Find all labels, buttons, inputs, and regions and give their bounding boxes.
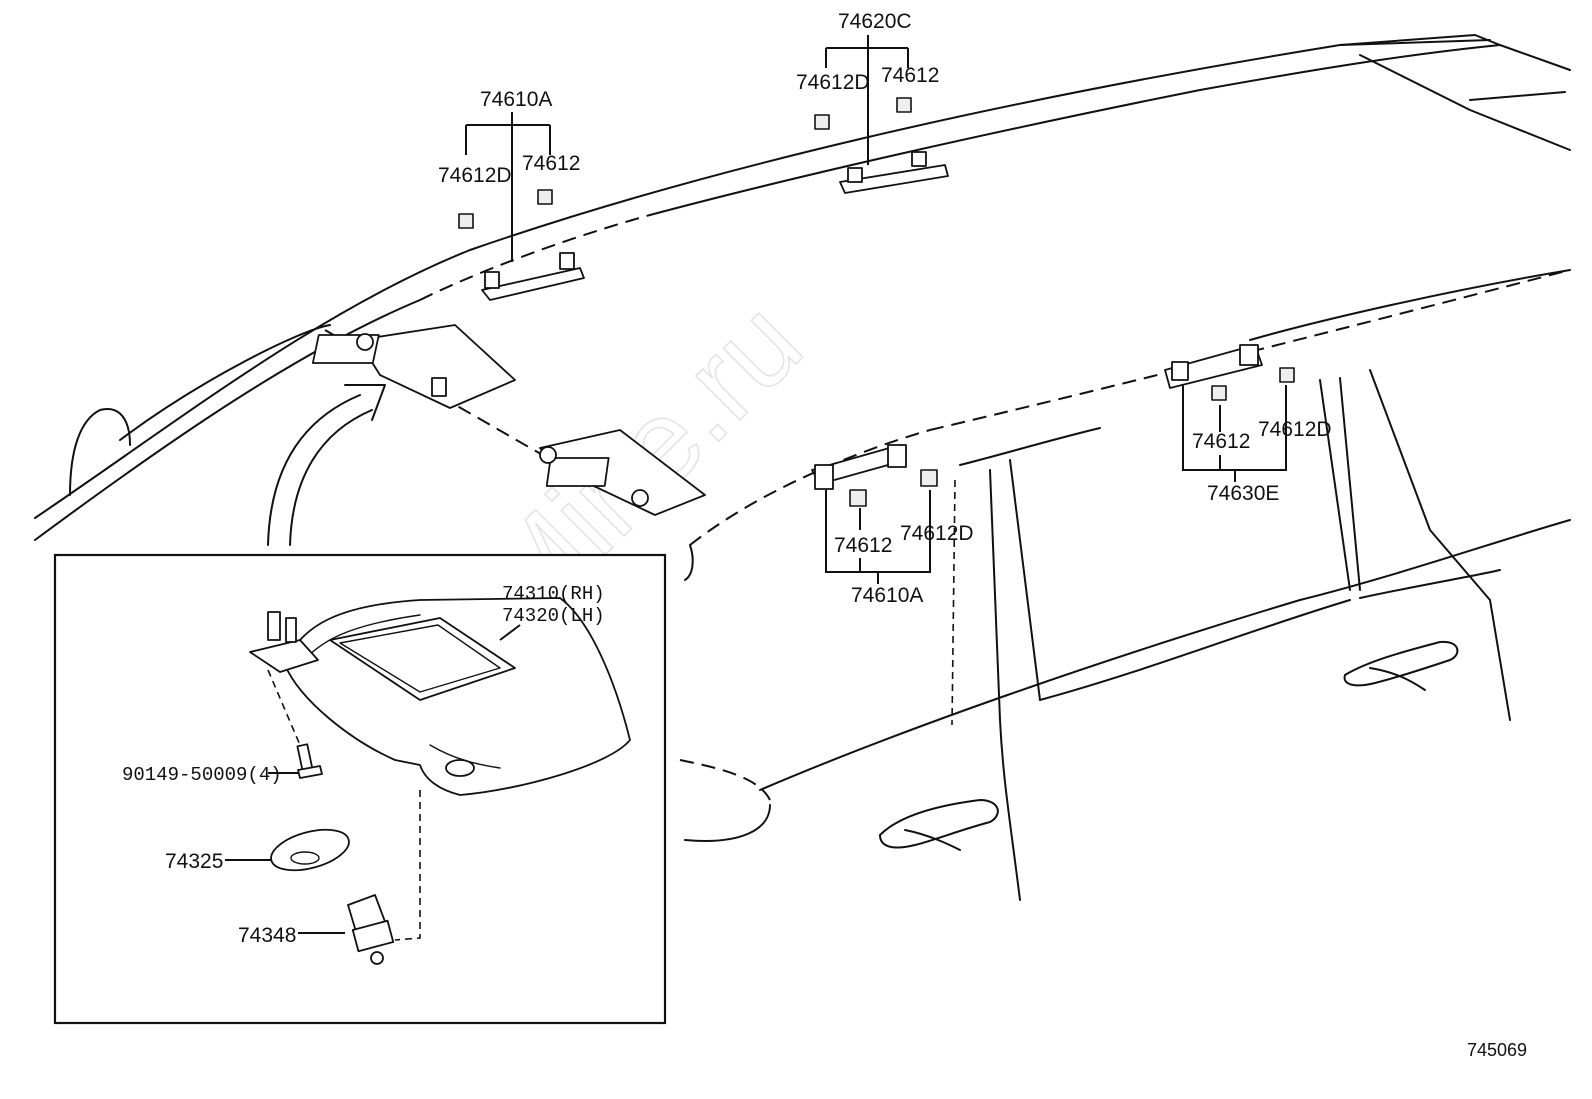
figure-number: 745069 <box>1467 1040 1527 1060</box>
label-74325: 74325 <box>165 850 223 873</box>
leader-group-rear-side <box>1182 385 1287 482</box>
clip-icon <box>896 97 912 113</box>
inset-pointer-arrow <box>267 384 386 546</box>
label-74620c: 74620C <box>838 10 912 33</box>
leader-group-front-side <box>825 490 931 584</box>
assist-grip-front-side <box>811 444 938 507</box>
label-74612d-rear-top: 74612D <box>796 71 870 94</box>
clip-icon <box>1279 367 1295 383</box>
label-74612d-front-top: 74612D <box>438 164 512 187</box>
sun-visor-lh-installed <box>539 429 706 516</box>
clip-icon <box>537 189 553 205</box>
assist-grip-rear-top <box>814 97 949 194</box>
assist-grip-front-top <box>458 189 585 301</box>
label-74348: 74348 <box>238 924 296 947</box>
label-74310-rh: 74310(RH) <box>502 583 605 605</box>
label-74612-front-top: 74612 <box>522 152 580 175</box>
label-74612-front-side: 74612 <box>834 534 892 557</box>
leader-group-front-top <box>465 112 551 262</box>
label-90149-50009: 90149-50009(4) <box>122 764 282 786</box>
clip-icon <box>814 114 830 130</box>
screw-part <box>267 669 323 779</box>
label-74612d-front-side: 74612D <box>900 522 974 545</box>
clip-icon <box>849 489 867 507</box>
sun-visor-rh-installed <box>311 324 516 409</box>
label-74612-rear-side: 74612 <box>1192 430 1250 453</box>
sun-visor-detail <box>249 597 631 796</box>
assist-grip-rear-side <box>1164 344 1295 401</box>
clip-icon <box>458 213 474 229</box>
label-74320-lh: 74320(LH) <box>502 605 605 627</box>
clip-icon <box>920 469 938 487</box>
label-74630e: 74630E <box>1207 482 1279 505</box>
label-74610a-side: 74610A <box>851 584 923 607</box>
label-74612d-rear-side: 74612D <box>1258 418 1332 441</box>
label-74612-rear-top: 74612 <box>881 64 939 87</box>
holder-part <box>347 894 395 965</box>
leader-group-rear-top <box>825 35 909 165</box>
inset-sun-visor-detail: 74310(RH) 74320(LH) 90149-50009(4) 74325… <box>53 553 667 1025</box>
label-74610a-top: 74610A <box>480 88 552 111</box>
clip-icon <box>1211 385 1227 401</box>
